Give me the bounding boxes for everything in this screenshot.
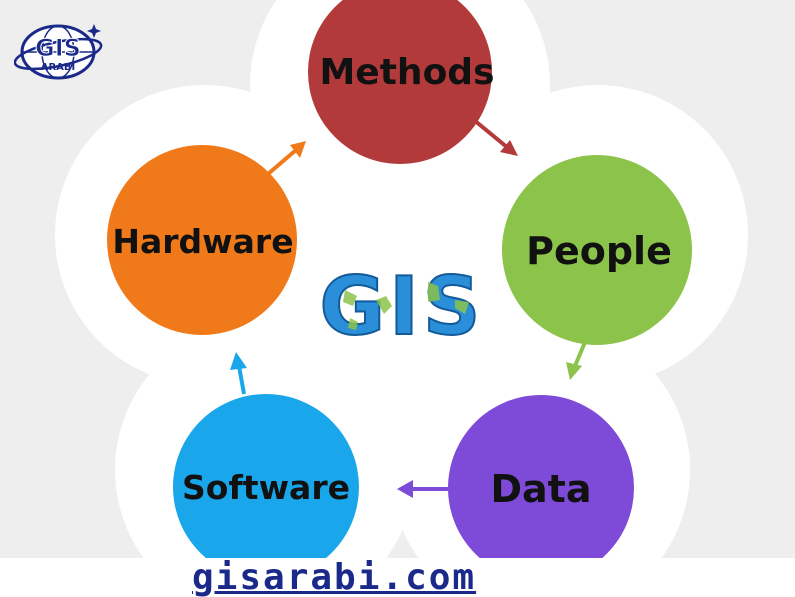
node-methods-label: Methods <box>319 52 494 93</box>
arrow-data-to-software-head <box>397 480 413 498</box>
arrow-methods-to-people <box>472 118 518 156</box>
center-gis-map-texture <box>343 282 469 330</box>
node-people-circle <box>502 155 692 345</box>
arrow-software-to-hardware <box>230 352 247 395</box>
arrows <box>230 118 587 498</box>
arrow-hardware-to-methods-shaft <box>266 148 298 176</box>
arrow-hardware-to-methods-head <box>290 141 306 158</box>
node-hardware: Hardware <box>107 145 297 335</box>
arrow-methods-to-people-shaft <box>472 118 510 150</box>
node-hardware-label: Hardware <box>112 222 293 261</box>
arrow-hardware-to-methods <box>266 141 306 176</box>
node-data-circle <box>448 395 634 581</box>
logo-sub-text: ARABI <box>41 62 76 73</box>
sparkle-icon <box>87 24 101 38</box>
node-people-label: People <box>526 229 672 273</box>
node-methods: Methods <box>308 0 495 164</box>
arrow-people-to-data <box>566 341 587 380</box>
gisarabi-logo: GIS ARABI <box>13 18 106 82</box>
node-data: Data <box>448 395 634 581</box>
arrow-methods-to-people-head <box>500 140 518 156</box>
node-people: People <box>502 155 692 345</box>
node-software: Software <box>173 394 359 580</box>
node-data-label: Data <box>491 467 592 511</box>
globe-logo-icon: GIS ARABI <box>13 24 103 80</box>
node-software-label: Software <box>182 468 350 507</box>
node-software-circle <box>173 394 359 580</box>
arrow-data-to-software <box>397 480 448 498</box>
center-gis-text: GIS <box>319 260 484 353</box>
website-link[interactable]: gisarabi.com <box>192 557 477 597</box>
node-hardware-circle <box>107 145 297 335</box>
arrow-software-to-hardware-head <box>230 352 247 370</box>
footer-bar: gisarabi.com <box>0 558 795 597</box>
arrow-people-to-data-head <box>566 362 582 380</box>
center-gis: GIS <box>318 259 484 354</box>
arrow-people-to-data-shaft <box>573 341 587 367</box>
arrow-software-to-hardware-shaft <box>237 365 246 395</box>
node-methods-circle <box>308 0 492 164</box>
logo-main-text: GIS <box>35 34 81 62</box>
